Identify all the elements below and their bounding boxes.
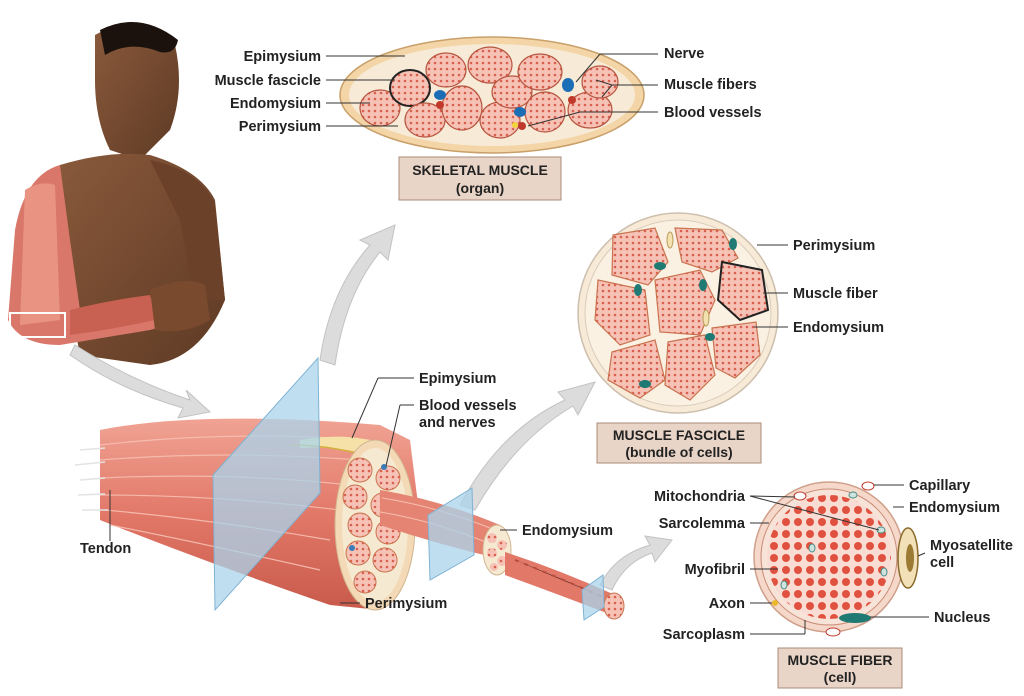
muscle-fiber-caption-box: MUSCLE FIBER (cell) <box>777 647 903 689</box>
arm-selection-box <box>9 312 66 338</box>
bundle-label-leaders <box>109 377 517 604</box>
fascicle-label-endomysium: Endomysium <box>793 320 884 336</box>
fiber-label-nucleus: Nucleus <box>934 610 990 626</box>
bundle-label-and-nerves: and nerves <box>419 415 496 431</box>
fiber-label-myofibril: Myofibril <box>685 562 745 578</box>
fascicle-label-perimysium: Perimysium <box>793 238 875 254</box>
muscle-bundle-illustration <box>74 418 625 620</box>
muscle-fiber-caption-title: MUSCLE FIBER <box>788 652 893 668</box>
fiber-cross-section <box>753 481 919 637</box>
organ-fascicles <box>359 46 619 139</box>
bundle-label-blood-vessels: Blood vessels <box>419 398 517 414</box>
guide-arrows <box>69 224 673 591</box>
muscle-fascicle-caption-title: MUSCLE FASCICLE <box>613 427 745 443</box>
section-planes <box>212 356 605 621</box>
fiber-label-axon: Axon <box>709 596 745 612</box>
bundle-label-tendon: Tendon <box>80 541 131 557</box>
fiber-label-myosatellite: Myosatellite <box>930 538 1013 554</box>
organ-label-blood-vessels: Blood vessels <box>664 105 762 121</box>
fascicle-fibers <box>594 227 770 401</box>
fascicle-cross-section <box>577 212 779 414</box>
skeletal-muscle-cross-section <box>339 36 645 154</box>
organ-label-perimysium: Perimysium <box>239 119 321 135</box>
fiber-label-capillary: Capillary <box>909 478 970 494</box>
fiber-label-sarcoplasm: Sarcoplasm <box>663 627 745 643</box>
fiber-label-sarcolemma: Sarcolemma <box>659 516 746 532</box>
fascicle-label-muscle-fiber: Muscle fiber <box>793 286 878 302</box>
skeletal-muscle-caption-subtitle: (organ) <box>456 180 504 196</box>
bundle-label-perimysium: Perimysium <box>365 596 447 612</box>
organ-label-epimysium: Epimysium <box>244 49 321 65</box>
skeletal-muscle-caption-title: SKELETAL MUSCLE <box>412 162 548 178</box>
fiber-label-myosatellite-cell: cell <box>930 555 954 571</box>
bundle-label-endomysium: Endomysium <box>522 523 613 539</box>
fiber-label-mitochondria: Mitochondria <box>654 489 746 505</box>
fascicle-label-leaders <box>754 244 788 328</box>
muscle-fascicle-caption-box: MUSCLE FASCICLE (bundle of cells) <box>596 422 762 464</box>
organ-label-leaders <box>326 53 658 127</box>
organ-label-endomysium: Endomysium <box>230 96 321 112</box>
skeletal-muscle-caption-box: SKELETAL MUSCLE (organ) <box>398 156 562 201</box>
bundle-label-epimysium: Epimysium <box>419 371 496 387</box>
muscle-fascicle-caption-subtitle: (bundle of cells) <box>625 444 732 460</box>
organ-label-muscle-fascicle: Muscle fascicle <box>215 73 321 89</box>
person-illustration <box>8 22 225 365</box>
fiber-label-endomysium: Endomysium <box>909 500 1000 516</box>
organ-label-muscle-fibers: Muscle fibers <box>664 77 757 93</box>
organ-label-nerve: Nerve <box>664 46 704 62</box>
fiber-label-leaders <box>749 484 929 635</box>
muscle-fiber-caption-subtitle: (cell) <box>824 669 857 685</box>
